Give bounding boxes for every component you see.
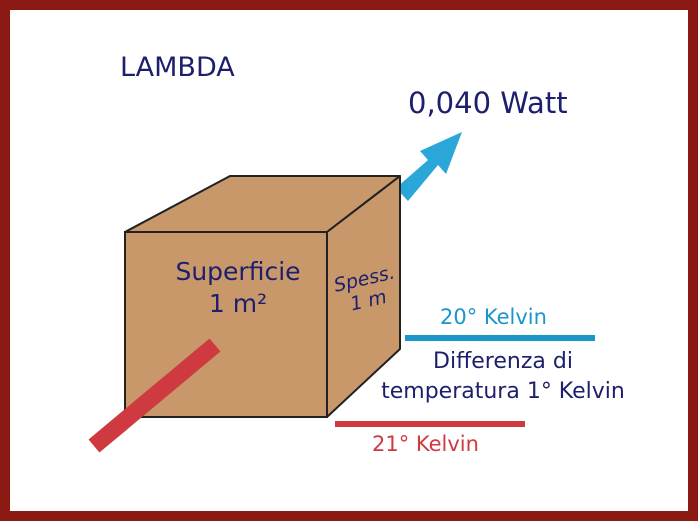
heat-flow-out-arrow (396, 132, 462, 201)
surface-label-line1: Superficie (175, 257, 301, 286)
diagram-canvas (88, 132, 595, 453)
temperature-difference-label: Differenza di temperatura 1° Kelvin (378, 347, 628, 407)
temperature-difference-line2: temperatura 1° Kelvin (381, 379, 625, 404)
surface-label: Superficie 1 m² (138, 256, 338, 320)
heat-flow-in-bar (88, 338, 221, 453)
surface-label-line2: 1 m² (208, 289, 268, 318)
cold-temperature-label: 20° Kelvin (440, 305, 547, 329)
hot-temperature-label: 21° Kelvin (372, 432, 479, 456)
temperature-difference-line1: Differenza di (433, 349, 573, 374)
diagram-title: LAMBDA (120, 52, 235, 83)
heat-flow-value: 0,040 Watt (408, 86, 568, 120)
